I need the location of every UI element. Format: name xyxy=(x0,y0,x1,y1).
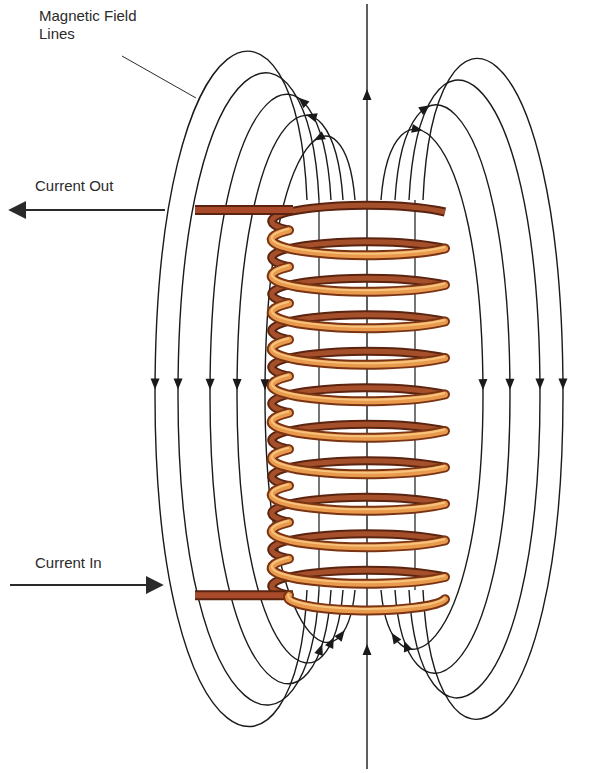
field-arrow xyxy=(388,630,402,644)
coil-highlight xyxy=(272,338,445,363)
field-lines xyxy=(151,4,568,769)
leader-line xyxy=(122,56,196,98)
field-arrow xyxy=(312,131,326,144)
field-arrow xyxy=(478,379,487,390)
coil-winding-back xyxy=(272,205,445,230)
field-arrow xyxy=(334,627,348,641)
label-box: Current In xyxy=(32,553,172,573)
coil xyxy=(195,205,445,610)
current-arrow xyxy=(10,209,165,211)
coil-highlight xyxy=(272,375,445,400)
field-arrow xyxy=(305,110,318,122)
lead-wire xyxy=(195,205,293,215)
field-arrow xyxy=(558,378,567,389)
field-arrow xyxy=(174,379,183,390)
coil-highlight xyxy=(272,302,445,327)
coil-winding-back xyxy=(272,205,445,230)
field-arrow xyxy=(206,379,215,390)
field-arrow xyxy=(295,94,309,108)
coil-highlight xyxy=(272,265,445,290)
lead-wire xyxy=(195,592,293,598)
coil-highlight xyxy=(288,594,445,609)
field-arrow xyxy=(151,378,160,389)
label-box: Magnetic Field Lines xyxy=(36,6,156,44)
field-arrow xyxy=(411,124,423,135)
coil-highlight xyxy=(272,448,445,473)
field-arrow xyxy=(505,379,514,390)
current-arrow xyxy=(10,584,162,586)
label-box: Current Out xyxy=(32,176,172,196)
text-label: Magnetic Field Lines xyxy=(36,6,156,44)
text-label: Current In xyxy=(32,553,105,573)
field-arrow xyxy=(363,644,372,655)
coil-highlight xyxy=(272,484,445,509)
field-arrow xyxy=(363,89,372,100)
lead-wire xyxy=(195,207,293,213)
coil-highlight xyxy=(272,411,445,436)
coil-highlight xyxy=(272,521,445,546)
field-line xyxy=(423,58,563,719)
field-arrow xyxy=(233,379,242,390)
lead-wire xyxy=(195,590,293,600)
field-arrow xyxy=(535,379,544,390)
coil-highlight xyxy=(272,229,445,254)
coil-highlight xyxy=(272,557,445,582)
text-label: Current Out xyxy=(32,176,116,196)
field-arrow xyxy=(418,101,432,114)
